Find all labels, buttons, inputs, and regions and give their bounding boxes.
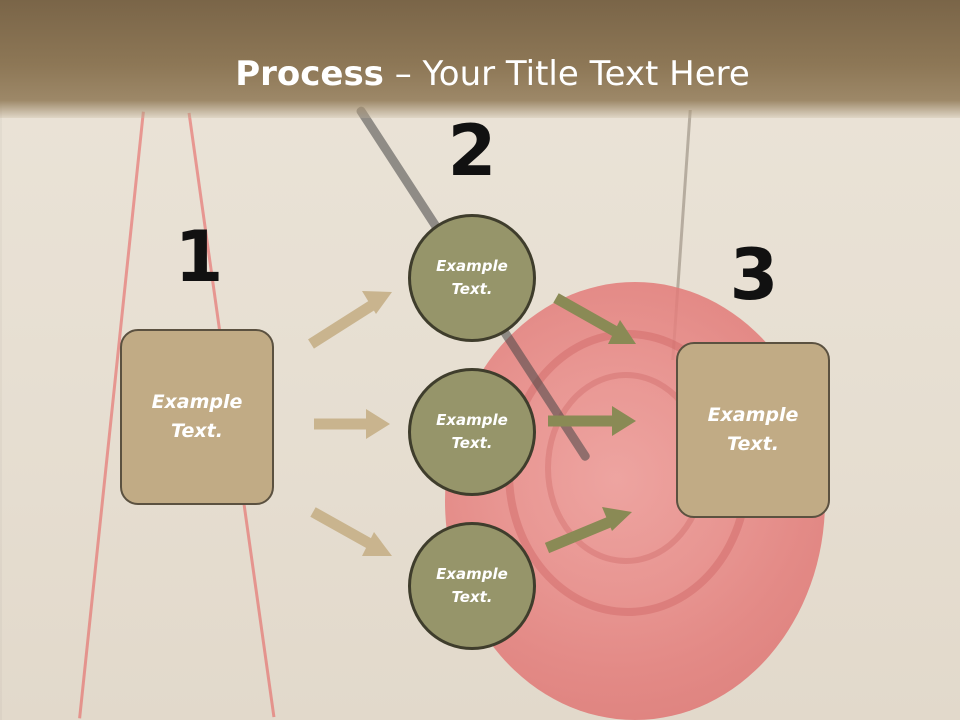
step-number-3: 3 bbox=[729, 234, 779, 316]
step-number-1: 1 bbox=[174, 216, 224, 298]
arrow-circle3-to-step3 bbox=[544, 507, 632, 554]
circle-1-label: Example Text. bbox=[436, 257, 508, 298]
step1-box: Example Text. bbox=[120, 329, 274, 505]
arrow-step1-to-circle3 bbox=[310, 507, 392, 556]
step1-label: Example Text. bbox=[151, 391, 243, 442]
arrow-step1-to-circle2 bbox=[314, 409, 390, 439]
step3-box: Example Text. bbox=[676, 342, 830, 518]
circle-2-label: Example Text. bbox=[436, 411, 508, 452]
title-bar bbox=[0, 0, 960, 118]
title-bold: Process bbox=[235, 54, 384, 94]
circle-1: Example Text. bbox=[408, 214, 536, 342]
title-rest: – Your Title Text Here bbox=[383, 54, 750, 94]
circle-3: Example Text. bbox=[408, 522, 536, 650]
arrow-step1-to-circle1 bbox=[308, 291, 392, 349]
arrow-circle2-to-step3 bbox=[548, 406, 636, 436]
arrow-circle1-to-step3 bbox=[553, 293, 636, 344]
circle-3-label: Example Text. bbox=[436, 565, 508, 606]
circle-2: Example Text. bbox=[408, 368, 536, 496]
step-number-2: 2 bbox=[447, 110, 497, 192]
step3-label: Example Text. bbox=[707, 404, 799, 455]
page-title: Process – Your Title Text Here bbox=[0, 52, 960, 96]
